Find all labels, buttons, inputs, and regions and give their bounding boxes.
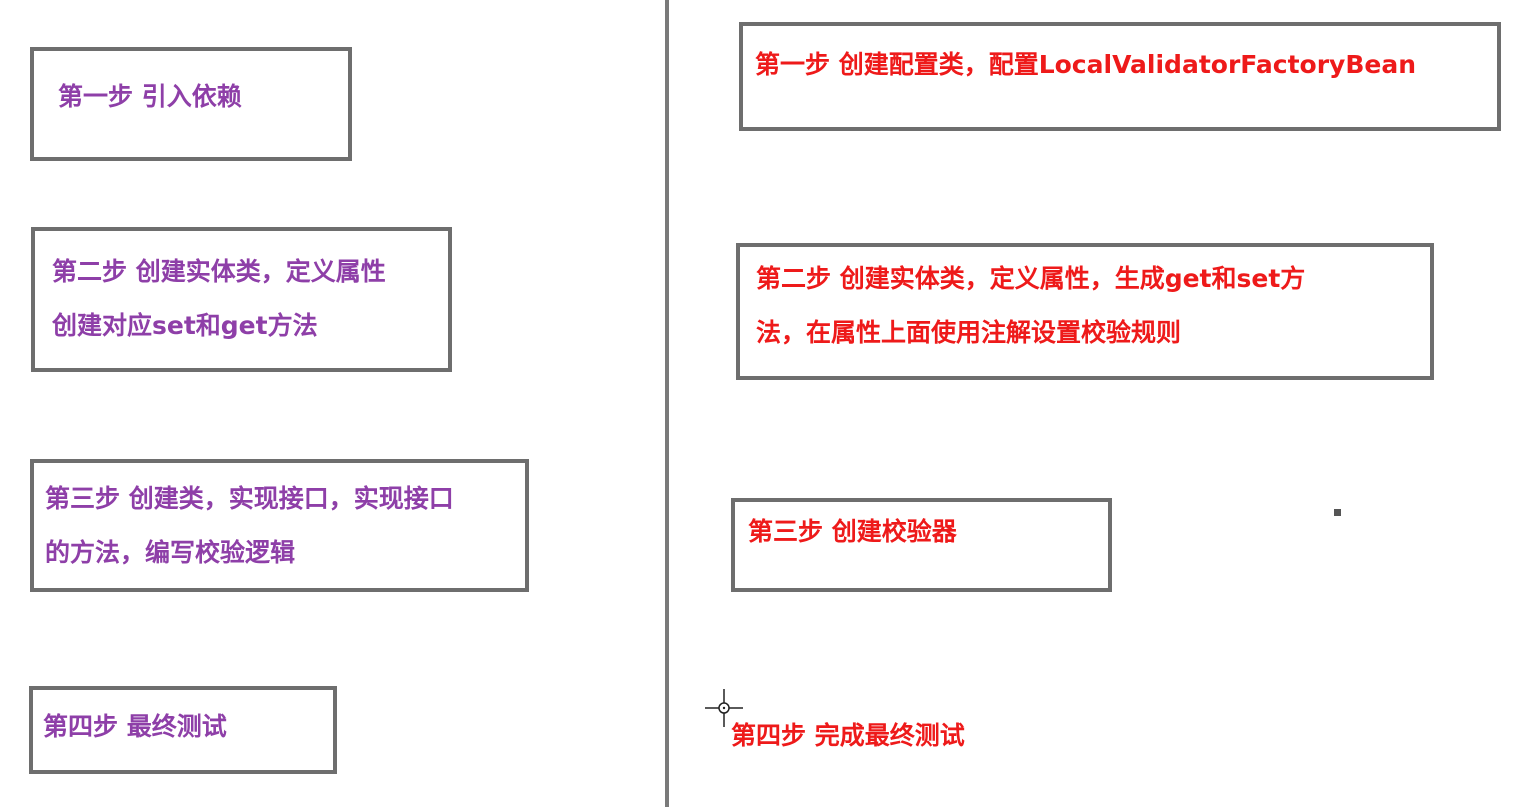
left-step-2-line-2: 创建对应set和get方法 <box>52 311 318 340</box>
stray-dot-mark <box>1334 509 1341 516</box>
right-step-2-line-2: 法，在属性上面使用注解设置校验规则 <box>756 318 1182 347</box>
right-step-4-label: 第四步 完成最终测试 <box>731 709 965 763</box>
right-step-2-line-1: 第二步 创建实体类，定义属性，生成get和set方 <box>756 264 1306 293</box>
left-step-3-label: 第三步 创建类，实现接口，实现接口 的方法，编写校验逻辑 <box>45 472 454 580</box>
right-step-1-label: 第一步 创建配置类，配置LocalValidatorFactoryBean <box>755 38 1416 92</box>
left-step-1-label: 第一步 引入依赖 <box>58 70 242 124</box>
left-step-4-line-1: 第四步 最终测试 <box>43 712 227 741</box>
left-step-3-box <box>30 459 529 592</box>
right-step-1-box <box>739 22 1501 131</box>
right-step-4-line-1: 第四步 完成最终测试 <box>731 721 965 750</box>
right-step-1-line-1: 第一步 创建配置类，配置LocalValidatorFactoryBean <box>755 50 1417 79</box>
right-step-2-box <box>736 243 1434 380</box>
left-step-1-line-1: 第一步 引入依赖 <box>58 82 242 111</box>
right-step-3-label: 第三步 创建校验器 <box>748 505 957 559</box>
left-step-3-line-2: 的方法，编写校验逻辑 <box>45 538 296 567</box>
left-step-3-line-1: 第三步 创建类，实现接口，实现接口 <box>45 484 454 513</box>
left-step-2-line-1: 第二步 创建实体类，定义属性 <box>52 257 386 286</box>
right-step-3-box <box>731 498 1112 592</box>
right-step-3-line-1: 第三步 创建校验器 <box>748 517 957 546</box>
left-step-2-label: 第二步 创建实体类，定义属性 创建对应set和get方法 <box>52 245 386 353</box>
left-step-4-label: 第四步 最终测试 <box>43 700 227 754</box>
column-divider <box>665 0 669 807</box>
right-step-2-label: 第二步 创建实体类，定义属性，生成get和set方 法，在属性上面使用注解设置校… <box>756 252 1305 360</box>
left-step-1-box <box>30 47 352 161</box>
left-step-2-box <box>31 227 452 372</box>
crosshair-cursor-icon <box>705 689 743 727</box>
left-step-4-box <box>29 686 337 774</box>
